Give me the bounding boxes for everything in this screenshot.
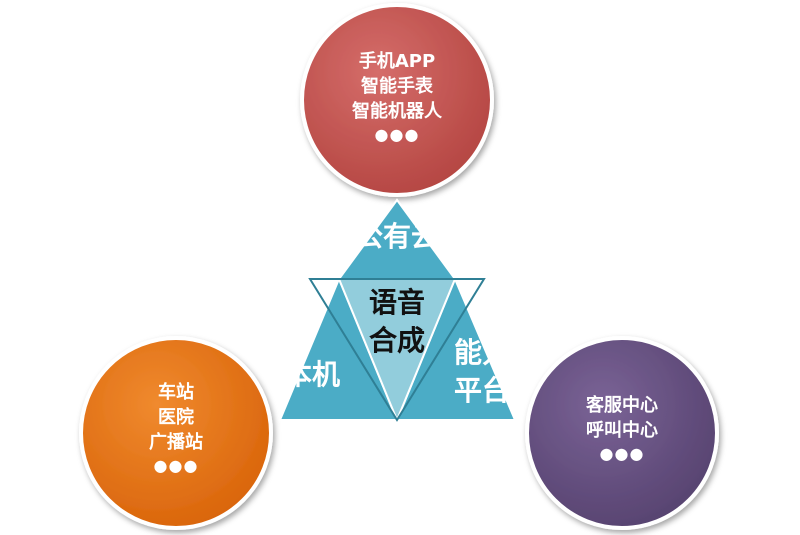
circle-top	[300, 3, 494, 197]
circle-left	[79, 336, 273, 530]
triangle-center-outline	[308, 278, 486, 422]
triangle-center-line-2: 合成	[368, 324, 425, 357]
circle-left-text: 车站 医院 广播站 ●●●	[96, 380, 256, 477]
triangle-label-top: 公有云	[337, 218, 457, 256]
circle-top-ellipsis: ●●●	[374, 125, 420, 144]
circle-left-line-2: 医院	[158, 407, 194, 428]
triangle-label-left: 本机	[262, 356, 362, 394]
triangle-center-line-1: 语音	[368, 286, 425, 319]
circle-top-line-3: 智能机器人	[352, 101, 442, 122]
circle-right-line-1: 客服中心	[586, 395, 658, 416]
circle-top-line-1: 手机APP	[358, 51, 436, 72]
triangle-label-center: 语音 合成	[347, 284, 447, 360]
triangle-label-right: 能力 平台	[432, 334, 532, 410]
circle-top-line-2: 智能手表	[361, 76, 433, 97]
triangle-right-line-2: 平台	[453, 374, 510, 407]
circle-right-line-2: 呼叫中心	[586, 420, 658, 441]
circle-right	[525, 336, 719, 530]
triangle-left-line-1: 本机	[283, 358, 340, 391]
circle-left-line-1: 车站	[158, 382, 194, 403]
circle-right-text: 客服中心 呼叫中心 ●●●	[542, 393, 702, 465]
circle-left-ellipsis: ●●●	[153, 456, 199, 475]
circle-right-ellipsis: ●●●	[599, 444, 645, 463]
triangle-right-line-1: 能力	[453, 336, 510, 369]
circle-top-text: 手机APP 智能手表 智能机器人 ●●●	[317, 49, 477, 146]
circle-left-line-3: 广播站	[149, 432, 203, 453]
triangle-top-line-1: 公有云	[354, 220, 439, 253]
